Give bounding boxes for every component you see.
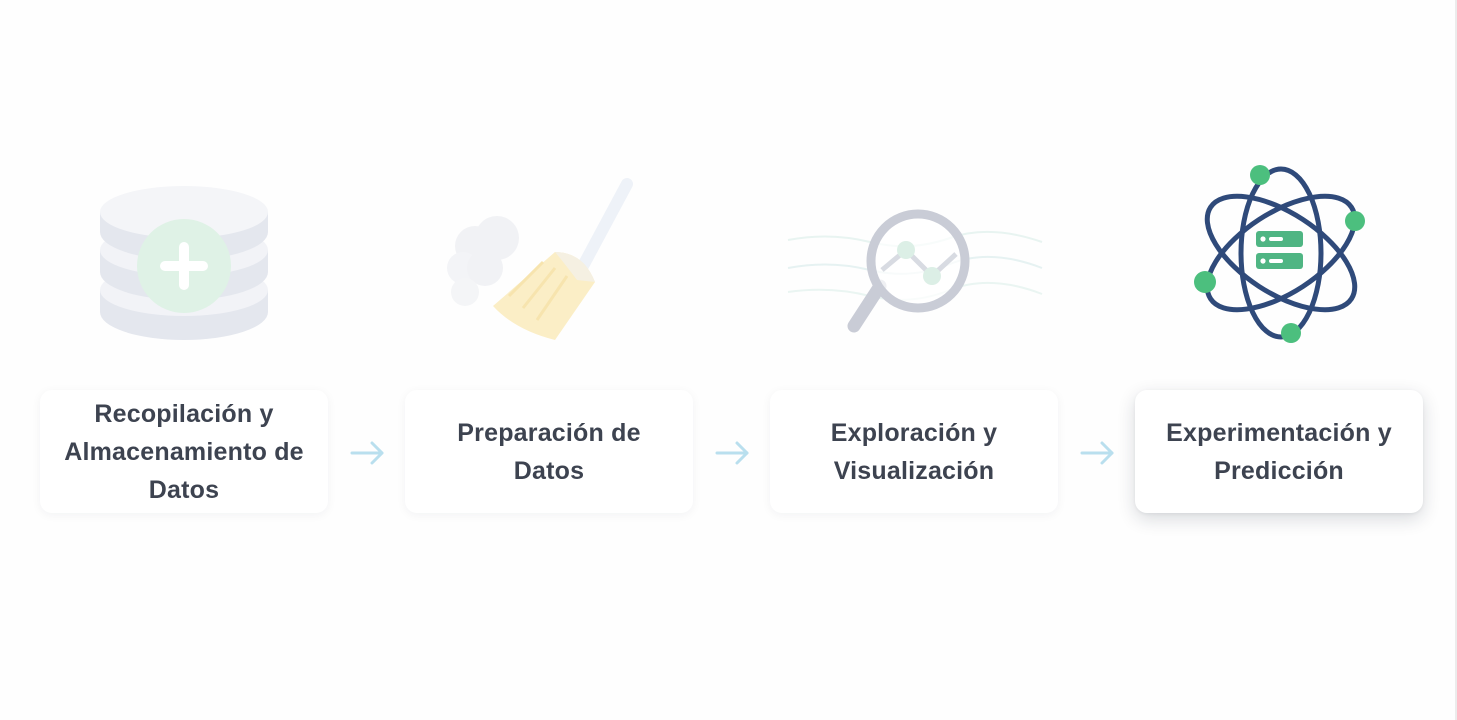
step-exploration: Exploración y Visualización <box>770 0 1058 720</box>
page-edge <box>1455 0 1457 720</box>
step-card: Exploración y Visualización <box>770 390 1058 513</box>
step-label: Experimentación y Predicción <box>1166 418 1392 485</box>
step-label: Exploración y Visualización <box>830 418 998 485</box>
step-label: Recopilación y Almacenamiento de Datos <box>64 399 304 504</box>
arrow-right-icon <box>1080 441 1114 465</box>
magnifier-chart-icon <box>770 160 1058 360</box>
broom-icon <box>405 160 693 360</box>
step-data-preparation: Preparación de Datos <box>405 0 693 720</box>
arrow-right-icon <box>715 441 749 465</box>
arrow-right-icon <box>350 441 384 465</box>
atom-server-icon <box>1135 160 1423 360</box>
database-add-icon <box>40 160 328 360</box>
step-label: Preparación de Datos <box>457 418 641 485</box>
step-card: Preparación de Datos <box>405 390 693 513</box>
step-card: Recopilación y Almacenamiento de Datos <box>40 390 328 513</box>
step-experimentation: Experimentación y Predicción <box>1135 0 1423 720</box>
step-data-collection: Recopilación y Almacenamiento de Datos <box>40 0 328 720</box>
step-card-active: Experimentación y Predicción <box>1135 390 1423 513</box>
